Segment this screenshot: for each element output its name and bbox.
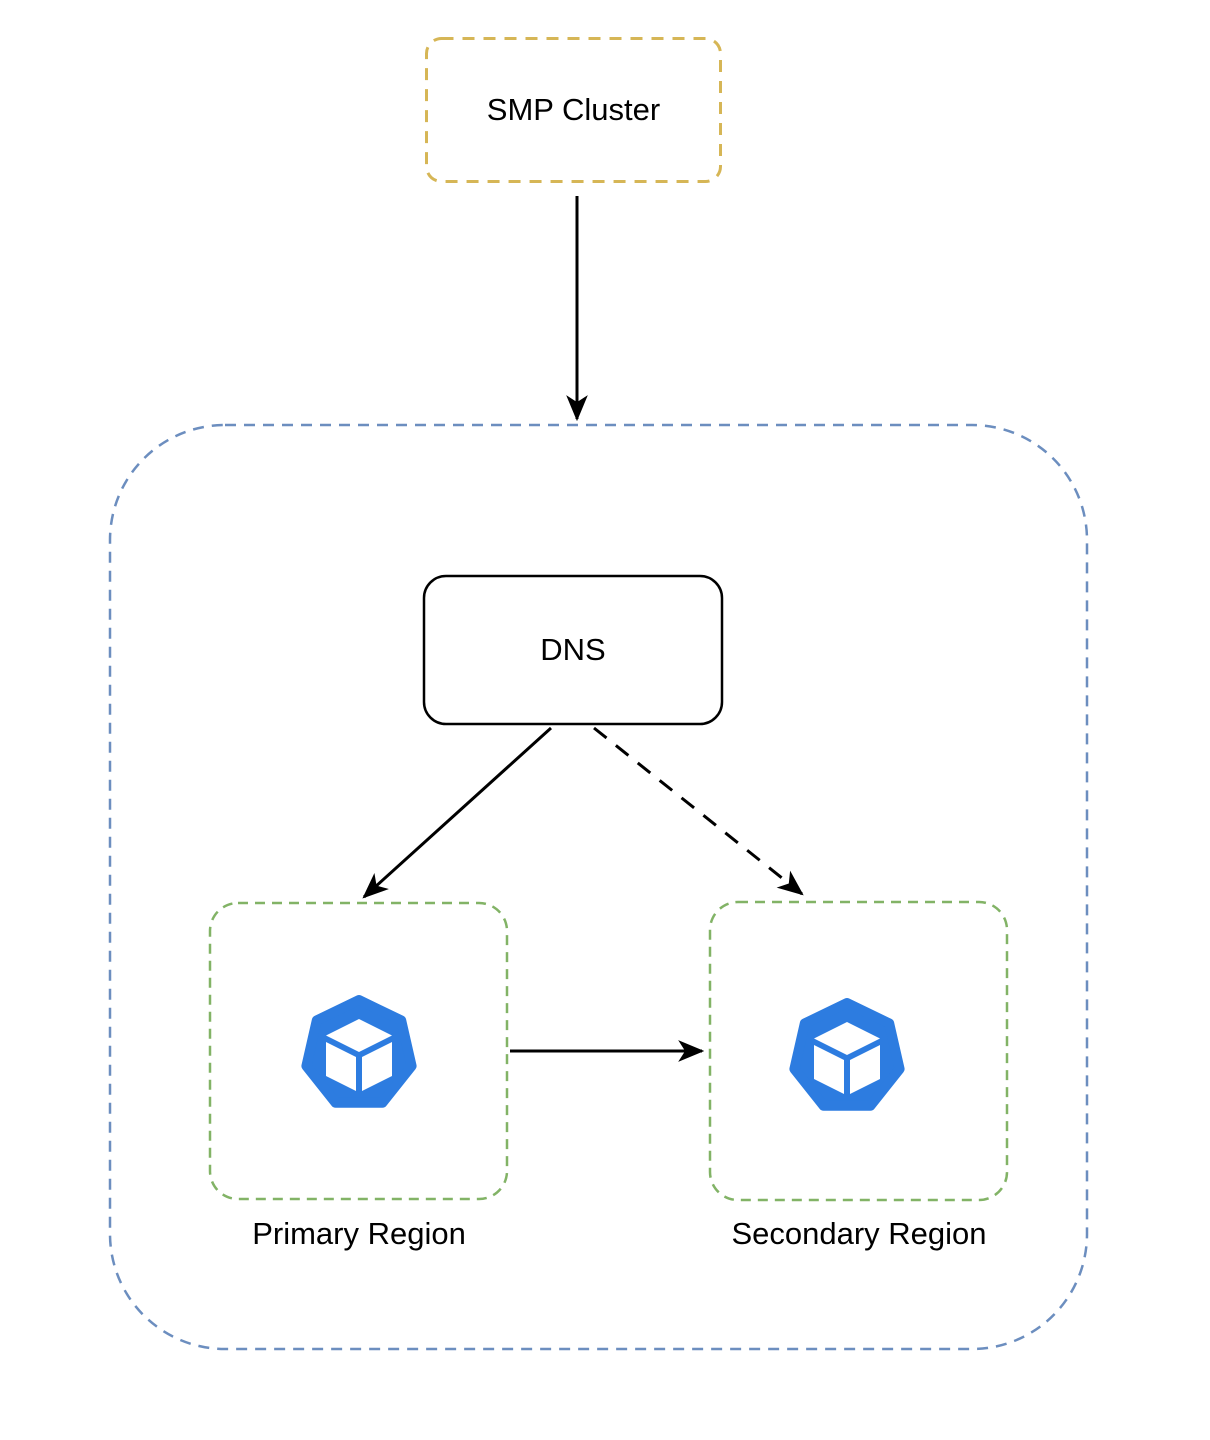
edge-dns-to-primary-region — [362, 726, 553, 899]
kubernetes-cube-icon — [789, 998, 905, 1111]
kubernetes-cube-icon — [301, 995, 417, 1108]
dns-box — [422, 574, 724, 726]
region-container-box — [108, 423, 1089, 1351]
smp-cluster-box — [425, 37, 722, 183]
